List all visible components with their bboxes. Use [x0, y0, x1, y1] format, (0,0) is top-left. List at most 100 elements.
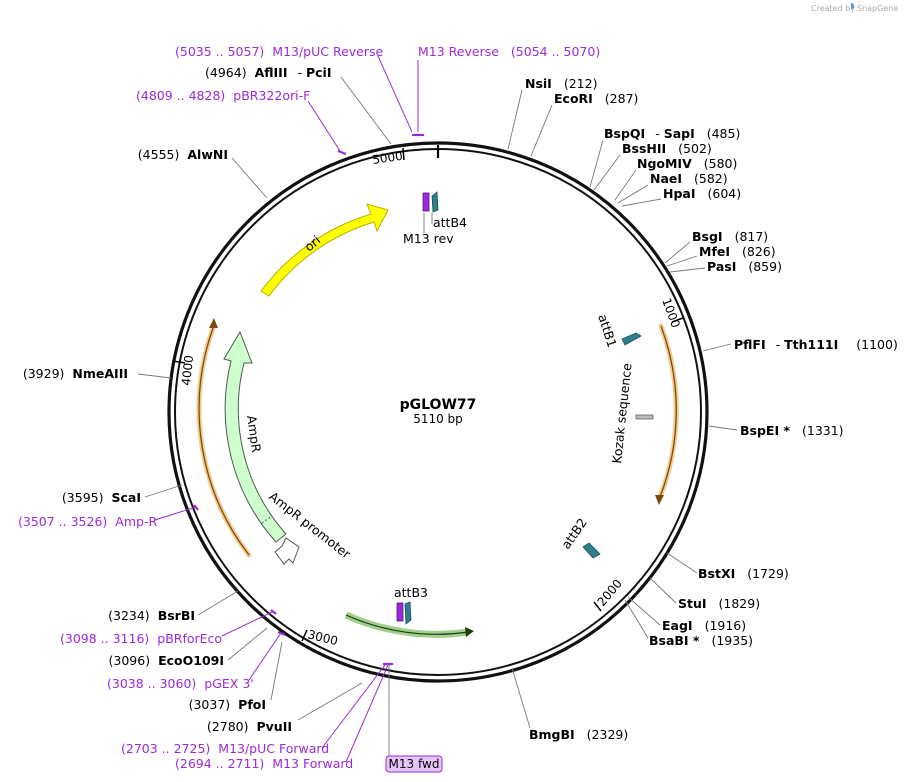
nsii-leader — [507, 89, 523, 150]
bspqi-leader — [589, 139, 604, 188]
ampr-label: AmpR — [244, 414, 264, 453]
m13rev-label: M13 rev — [403, 231, 454, 246]
stui-leader — [649, 577, 677, 604]
site-ecori[interactable]: EcoRI (287) — [554, 91, 638, 106]
bsshii-leader — [593, 154, 621, 191]
left-orange-arc-line — [198, 327, 250, 556]
ori-feature-arrow[interactable] — [260, 203, 389, 297]
m13-fwd-leader — [345, 664, 389, 763]
kozak-feature[interactable] — [635, 414, 654, 420]
attb1-label: attB1 — [595, 312, 620, 349]
site-mfei[interactable]: MfeI (826) — [699, 244, 776, 259]
tick-5000: 5000 — [371, 147, 405, 167]
hpai-leader — [621, 198, 662, 207]
primer-pbr322ori-f[interactable]: (4809 .. 4828)pBR322ori-F — [136, 88, 310, 103]
site-eagi[interactable]: EagI (1916) — [662, 618, 746, 633]
pgex3-leader — [248, 632, 282, 681]
svg-text:5000: 5000 — [371, 149, 403, 167]
credit-prefix: Created by — [811, 4, 855, 13]
ampr-feature-arrow[interactable] — [223, 330, 287, 543]
snapgene-logo-icon — [851, 3, 854, 9]
site-pasi[interactable]: PasI (859) — [707, 259, 782, 274]
bsgi-leader — [664, 241, 691, 264]
bmgbi-leader — [511, 667, 531, 729]
site-bstxi[interactable]: BstXI (1729) — [698, 566, 789, 581]
attb2-feature[interactable] — [582, 542, 601, 559]
attb3-feature[interactable] — [404, 601, 412, 625]
plasmid-name: pGLOW77 — [400, 397, 477, 413]
site-bsrbi[interactable]: (3234)BsrBI — [108, 608, 195, 623]
afliii-leader — [340, 76, 392, 145]
plasmid-size: 5110 bp — [413, 412, 463, 426]
left-orange-arc-head — [209, 318, 218, 328]
primer-amp-r[interactable]: (3507 .. 3526)Amp-R — [18, 514, 157, 529]
site-stui[interactable]: StuI (1829) — [678, 596, 760, 611]
site-scai[interactable]: (3595)ScaI — [62, 490, 141, 505]
primer-m13-reverse[interactable]: M13 Reverse(5054 .. 5070) — [418, 44, 600, 59]
site-nmeaiii[interactable]: (3929)NmeAIII — [23, 366, 128, 381]
svg-text:3000: 3000 — [306, 627, 339, 648]
m13fwd-feature[interactable] — [396, 602, 404, 622]
bsrbi-leader — [197, 590, 239, 616]
site-bsabi[interactable]: BsaBI * (1935) — [649, 633, 753, 648]
svg-text:2000: 2000 — [595, 577, 625, 609]
site-pfoi[interactable]: (3037)PfoI — [189, 697, 266, 712]
attb1-feature[interactable] — [621, 332, 642, 346]
right-orange-arc-head — [655, 495, 664, 505]
ampr-promoter-arrow[interactable] — [274, 537, 300, 565]
bottom-green-arc-line — [345, 614, 469, 635]
attb4-feature[interactable] — [431, 191, 439, 213]
ngomiv-leader — [614, 169, 637, 201]
right-orange-arc-line — [659, 325, 677, 498]
ecori-leader — [530, 104, 553, 157]
pfoi-leader — [270, 641, 283, 701]
site-bsshii[interactable]: BssHII (502) — [622, 141, 712, 156]
primer-m13puc-forward[interactable]: (2703 .. 2725)M13/pUC Forward — [121, 741, 329, 756]
site-naei[interactable]: NaeI (582) — [650, 171, 728, 186]
alwni-leader — [231, 157, 268, 199]
eco0109i-leader — [227, 627, 268, 661]
svg-text:4000: 4000 — [179, 354, 196, 386]
tick-4000: 4000 — [172, 354, 196, 386]
primer-pbrforeco[interactable]: (3098 .. 3116)pBRforEco — [60, 631, 222, 646]
site-ngomiv[interactable]: NgoMIV (580) — [637, 156, 737, 171]
site-bspqi-sapi[interactable]: BspQI - SapI (485) — [604, 126, 740, 141]
site-bmgbi[interactable]: BmgBI (2329) — [529, 727, 628, 742]
pvuii-leader — [297, 682, 363, 721]
primer-m13-forward[interactable]: (2694 .. 2711)M13 Forward — [175, 756, 353, 771]
site-bsgi[interactable]: BsgI (817) — [692, 229, 768, 244]
tick-2000: 2000 — [593, 577, 625, 612]
m13fwd-box-label: M13 fwd — [389, 757, 440, 771]
attb4-label: attB4 — [433, 215, 467, 230]
bstxi-leader — [666, 552, 698, 574]
m13rev-feature[interactable] — [422, 192, 430, 212]
pflfi-leader — [702, 343, 732, 352]
naei-leader — [617, 184, 649, 204]
primer-pgex3[interactable]: (3038 .. 3060)pGEX 3' — [107, 676, 254, 691]
bspei-leader — [708, 425, 738, 431]
site-hpai[interactable]: HpaI (604) — [663, 186, 741, 201]
tick-3000: 3000 — [301, 627, 339, 648]
site-afliii-pcii[interactable]: (4964)AflIII - PciI — [205, 65, 331, 80]
nmeaiii-leader — [137, 373, 172, 379]
site-eco0109i[interactable]: (3096)EcoO109I — [109, 653, 224, 668]
site-alwni[interactable]: (4555)AlwNI — [138, 147, 228, 162]
pbr322ori-leader — [307, 100, 341, 152]
site-pflfi-tth111i[interactable]: PflFI - Tth111I (1100) — [734, 337, 898, 352]
credit-brand: SnapGene — [857, 4, 898, 13]
pbrforeco-leader — [221, 611, 273, 637]
eagi-leader — [627, 596, 661, 626]
site-nsii[interactable]: NsiI (212) — [525, 76, 597, 91]
bsabi-leader — [624, 599, 649, 639]
m13fwd-box[interactable] — [385, 755, 443, 773]
m13puc-fwd-leader — [321, 664, 386, 749]
site-bspei[interactable]: BspEI * (1331) — [740, 423, 844, 438]
primer-m13puc-reverse[interactable]: (5035 .. 5057)M13/pUC Reverse — [175, 44, 384, 59]
attb3-label: attB3 — [394, 585, 428, 600]
bottom-green-arc-head — [465, 627, 474, 637]
pasi-leader — [669, 267, 706, 273]
site-pvuii[interactable]: (2780)PvuII — [207, 719, 292, 734]
mfei-leader — [666, 255, 698, 267]
scai-leader — [144, 484, 183, 498]
